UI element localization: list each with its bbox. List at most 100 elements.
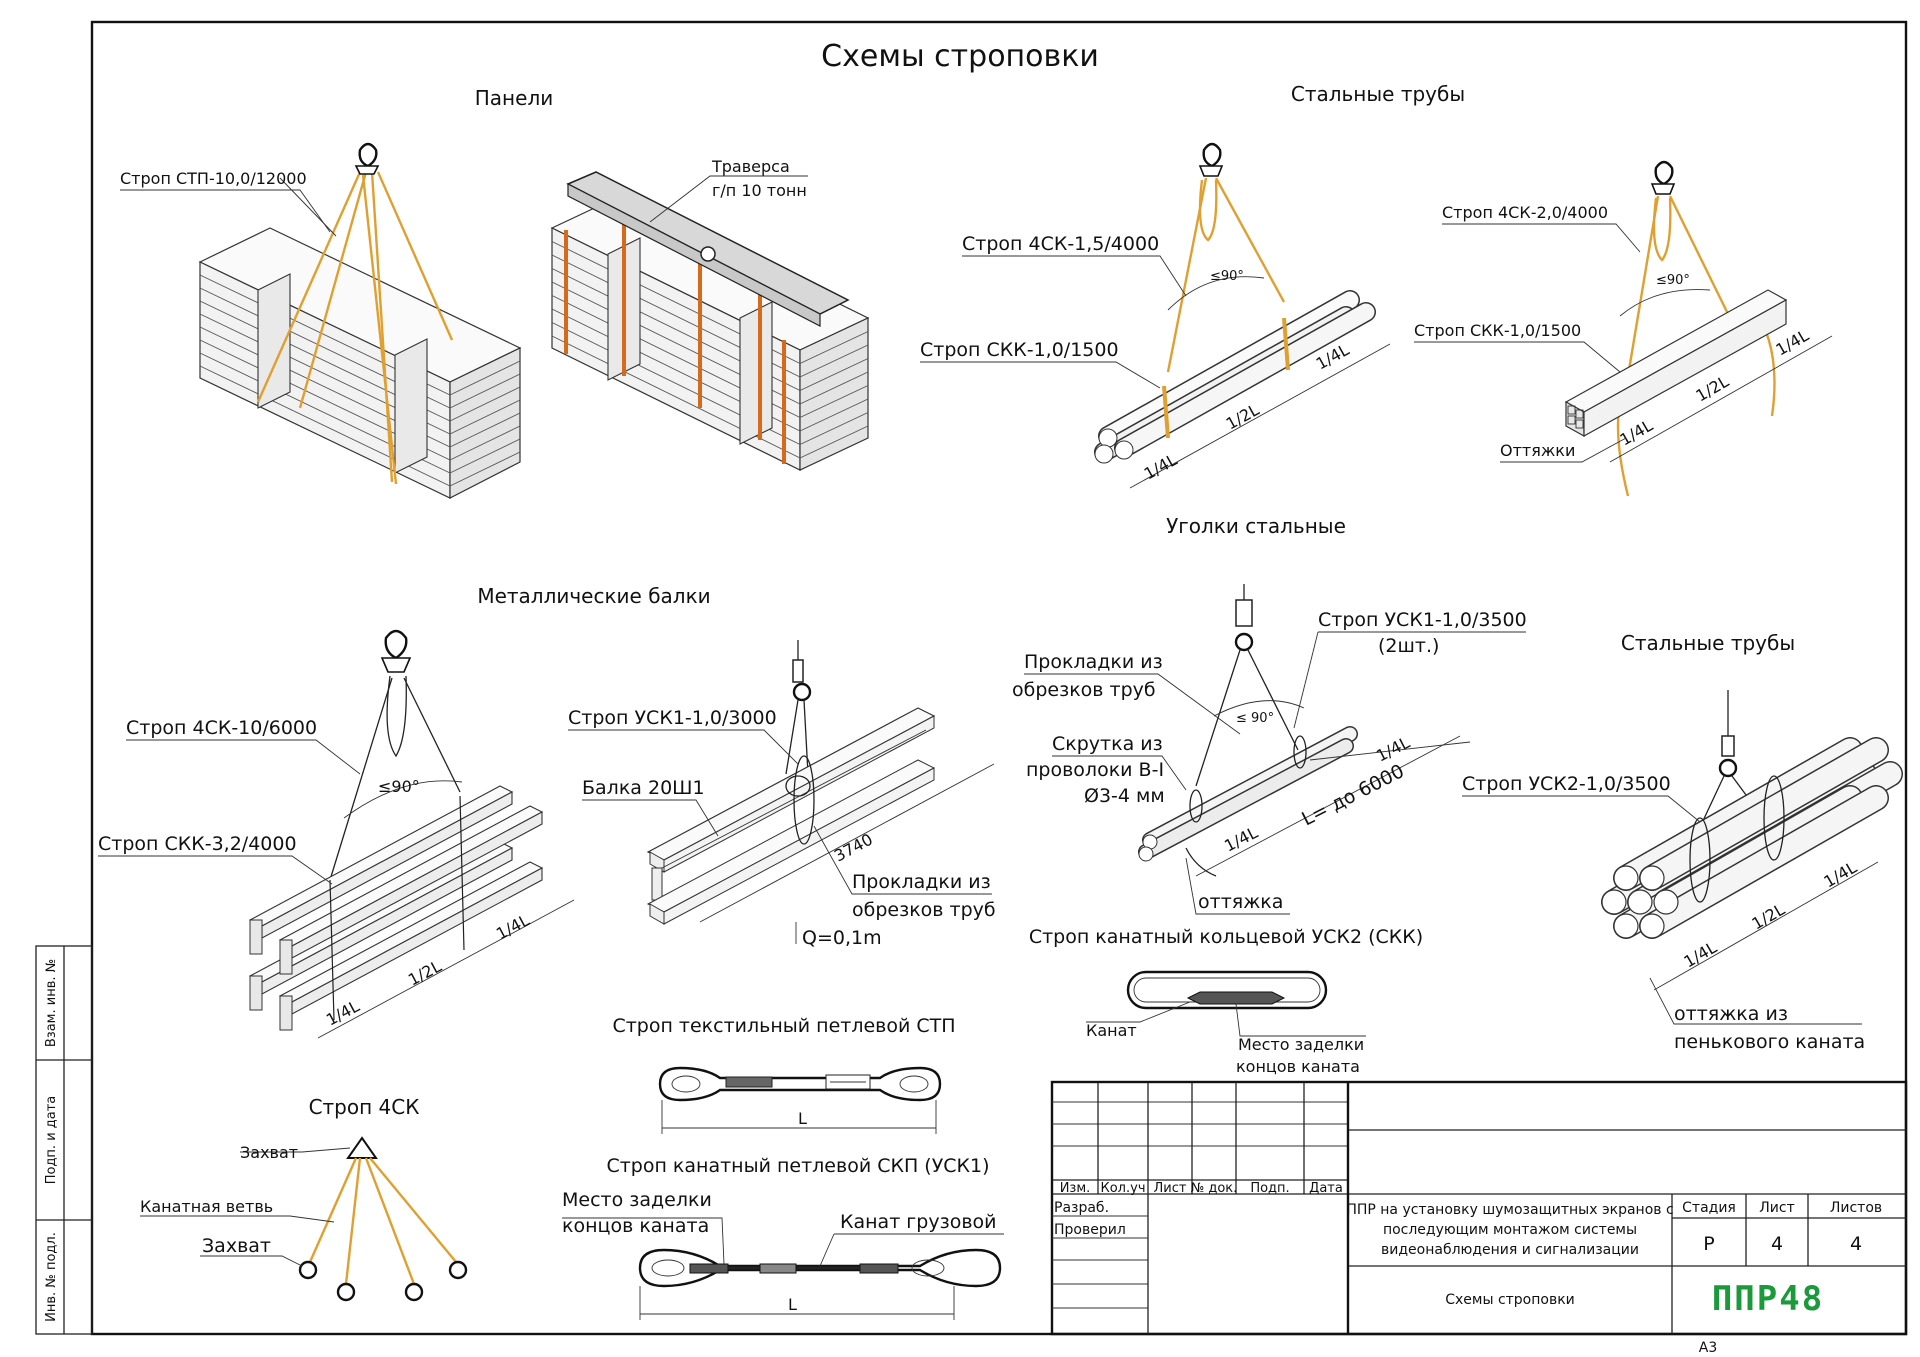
- crane-hook-7: [1718, 690, 1738, 778]
- label-rope-loop-splice-2: концов каната: [562, 1215, 709, 1237]
- rope-loop-sling-section: Строп канатный петлевой СКП (УСК1) L Мес…: [562, 1155, 1004, 1320]
- label-bundle-twist-2: проволоки В-I: [1026, 759, 1164, 781]
- textile-sling-section: Строп текстильный петлевой СТП L: [612, 1015, 956, 1134]
- tb-sheets: 4: [1850, 1233, 1862, 1255]
- label-beams-skk: Строп СКК-3,2/4000: [98, 833, 297, 855]
- label-traverse-1: Траверса: [711, 157, 790, 176]
- tb-col-change: Изм.: [1060, 1181, 1091, 1196]
- panel-package-1: [198, 227, 522, 499]
- pipes-top-dim-2: 1/2L: [1223, 400, 1263, 433]
- tb-row-developer: Разраб.: [1054, 1200, 1109, 1216]
- panel-bands: [564, 206, 786, 464]
- label-four-leg-grab-bottom: Захват: [202, 1235, 271, 1257]
- pipes-top-heading: Стальные трубы: [1291, 82, 1465, 106]
- panels-heading: Панели: [475, 86, 553, 110]
- pipes-right-dim-3: 1/4L: [1821, 858, 1861, 892]
- tb-project-1: ППР на установку шумозащитных экранов с: [1346, 1202, 1673, 1218]
- label-ring-rope: Канат: [1086, 1021, 1137, 1040]
- label-bundle-pads-1: Прокладки из: [1024, 651, 1163, 673]
- four-leg-branches: [308, 1157, 457, 1285]
- label-rope-loop-splice-1: Место заделки: [562, 1189, 712, 1211]
- label-beam-mass: Q=0,1m: [802, 927, 882, 949]
- tb-col-sheet: Лист: [1154, 1181, 1187, 1196]
- angles-dim-3: 1/4L: [1773, 326, 1813, 360]
- pipes-top-slings: [1166, 177, 1286, 373]
- four-leg-sling-section: Строп 4СК Захват Канатная ветвь Захват: [140, 1095, 468, 1302]
- label-pipes-right-sling: Строп УСК2-1,0/3500: [1462, 773, 1671, 795]
- pipe-bundle-top: [1094, 290, 1376, 464]
- crane-hook-1: [354, 142, 380, 175]
- label-pipes-top-skk: Строп СКК-1,0/1500: [920, 339, 1119, 361]
- tb-project-2: последующим монтажом системы: [1383, 1222, 1637, 1238]
- tb-col-count: Кол.уч: [1101, 1181, 1146, 1196]
- panel-slings: [256, 171, 454, 485]
- label-beam-pads-1: Прокладки из: [852, 871, 991, 893]
- panels-section: Панели Строп СТП-10,0/12000: [120, 86, 870, 499]
- tb-col-sign: Подп.: [1250, 1181, 1289, 1196]
- beams-angle: ≤90°: [378, 777, 420, 796]
- drawing-frame: [35, 20, 1908, 1336]
- label-beam-sling: Строп УСК1-1,0/3000: [568, 707, 777, 729]
- tb-logo: ППР48: [1712, 1279, 1824, 1319]
- side-stamp-sign-date: Подп. и дата: [44, 1096, 59, 1185]
- steel-angles-section: Уголки стальные ≤90° 1/4L 1/2L 1/4L С: [1166, 160, 1833, 538]
- textile-sling-dim: L: [798, 1109, 807, 1128]
- crane-hook-6: [1234, 584, 1254, 652]
- beams-dim-3: 1/4L: [493, 910, 533, 943]
- label-bundle-sling-1: Строп УСК1-1,0/3500: [1318, 609, 1527, 631]
- label-angles-skk: Строп СКК-1,0/1500: [1414, 321, 1581, 340]
- label-bundle-guy: оттяжка: [1198, 891, 1283, 913]
- rope-loop-heading: Строп канатный петлевой СКП (УСК1): [606, 1155, 989, 1177]
- pipe-bundle-center: [1138, 726, 1358, 862]
- label-ring-splice-1: Место заделки: [1238, 1035, 1364, 1054]
- pipe-bundle-angle: ≤ 90°: [1236, 711, 1274, 726]
- tb-sheet-label: Лист: [1759, 1200, 1794, 1216]
- pipes-right-dim-1: 1/4L: [1681, 938, 1721, 972]
- pipe-bundle-dim-b: 1/4L: [1373, 733, 1413, 766]
- title-block: Изм. Кол.уч Лист № док. Подп. Дата Разра…: [1050, 1080, 1908, 1336]
- rope-loop-drawing: [638, 1248, 1002, 1288]
- textile-sling-drawing: [658, 1066, 942, 1102]
- pipe-bundle-right: [1601, 737, 1903, 939]
- ring-sling-section: Строп канатный кольцевой УСК2 (СКК) Кана…: [1029, 926, 1423, 1076]
- tb-sheets-label: Листов: [1830, 1200, 1882, 1216]
- four-leg-hooks: [298, 1260, 468, 1302]
- pipes-top-angle: ≤90°: [1210, 269, 1244, 284]
- label-panel-sling: Строп СТП-10,0/12000: [120, 169, 307, 188]
- tb-stage-label: Стадия: [1682, 1200, 1736, 1216]
- page-title: Схемы строповки: [821, 39, 1099, 74]
- label-beam-pads-2: обрезков труб: [852, 899, 996, 921]
- pipes-right-heading: Стальные трубы: [1621, 631, 1795, 655]
- steel-pipes-right-section: Стальные трубы 1/4L 1/2L 1/4L Строп УСК2…: [1462, 631, 1903, 1053]
- beams-dim-2: 1/2L: [405, 956, 445, 989]
- label-four-leg-branch: Канатная ветвь: [140, 1197, 273, 1216]
- i-beam-20sh1: [646, 707, 936, 925]
- metal-beams-section: Металлические балки ≤90° 1/4L 1/2L 1/4L …: [98, 584, 711, 1039]
- textile-sling-heading: Строп текстильный петлевой СТП: [612, 1015, 955, 1037]
- tb-sheet: 4: [1771, 1233, 1783, 1255]
- crane-hook-3: [1650, 160, 1676, 195]
- label-traverse-2: г/п 10 тонн: [712, 181, 807, 200]
- steel-pipes-top-section: Стальные трубы ≤90° 1/4L 1: [920, 82, 1465, 489]
- label-pipes-right-guy-2: пенькового каната: [1674, 1031, 1865, 1053]
- label-ring-splice-2: концов каната: [1236, 1057, 1360, 1076]
- label-beams-4sk: Строп 4СК-10/6000: [126, 717, 317, 739]
- leader-panel-sling: [279, 177, 337, 237]
- rope-loop-dim: L: [788, 1295, 797, 1314]
- crane-hook-4: [380, 629, 412, 673]
- angles-angle: ≤90°: [1656, 273, 1690, 288]
- angles-heading: Уголки стальные: [1166, 514, 1346, 538]
- label-bundle-twist-3: Ø3-4 мм: [1084, 785, 1165, 807]
- pipes-top-dim-1: 1/4L: [1141, 450, 1181, 483]
- angle-bundle: [1564, 289, 1788, 438]
- tb-project-3: видеонаблюдения и сигнализации: [1381, 1242, 1639, 1258]
- tb-col-doc: № док.: [1191, 1181, 1238, 1196]
- label-bundle-twist-1: Скрутка из: [1052, 733, 1163, 755]
- label-bundle-sling-2: (2шт.): [1378, 635, 1439, 657]
- label-bundle-pads-2: обрезков труб: [1012, 679, 1156, 701]
- label-four-leg-grab-top: Захват: [240, 1143, 298, 1162]
- pipe-bundle-section: ≤ 90° 1/4L L= до 6000 1/4L Строп УСК1-1,…: [1012, 584, 1527, 915]
- label-pipes-right-guy-1: оттяжка из: [1674, 1003, 1788, 1025]
